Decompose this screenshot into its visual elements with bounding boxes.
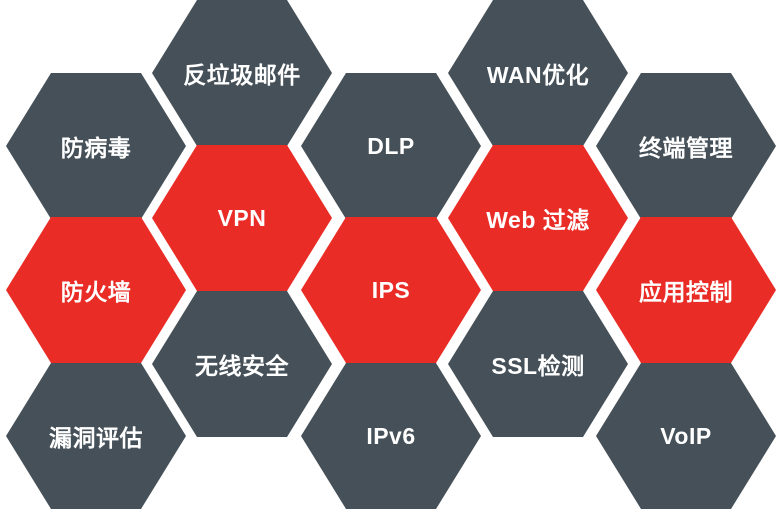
hexagon-tile: 应用控制 [596,217,776,363]
hexagon-tile: VPN [152,145,332,291]
hexagon-label: DLP [367,132,415,159]
hexagon-label: 应用控制 [639,279,733,305]
hexagon-tile: 防病毒 [6,73,186,219]
hexagon-label: 漏洞评估 [49,425,143,451]
hexagon-label: 防火墙 [60,279,132,305]
hexagon-label: 防病毒 [60,135,132,161]
hexagon-tile: SSL检测 [448,291,628,437]
hexagon-tile: Web 过滤 [448,145,628,291]
hexagon-label: SSL检测 [491,353,585,379]
hexagon-tile: 漏洞评估 [6,363,186,509]
hexagon-tile: 反垃圾邮件 [152,0,332,146]
hexagon-tile: IPv6 [301,363,481,509]
hexagon-tile: 无线安全 [152,291,332,437]
hexagon-tile: VoIP [596,363,776,509]
hexagon-label: 终端管理 [639,135,733,161]
hexagon-label: IPv6 [366,422,416,449]
hexagon-tile: IPS [301,217,481,363]
hexagon-tile: WAN优化 [448,0,628,146]
hexagon-label: Web 过滤 [486,207,590,233]
hexagon-label: 无线安全 [195,353,289,379]
hexagon-label: IPS [371,276,411,303]
hexagon-label: VPN [217,204,267,231]
hexagon-label: 反垃圾邮件 [183,62,301,88]
hexagon-label: VoIP [660,422,712,449]
hexagon-label: WAN优化 [486,62,590,88]
hexagon-tile: 终端管理 [596,73,776,219]
hexagon-tile: 防火墙 [6,217,186,363]
hexagon-tile: DLP [301,73,481,219]
